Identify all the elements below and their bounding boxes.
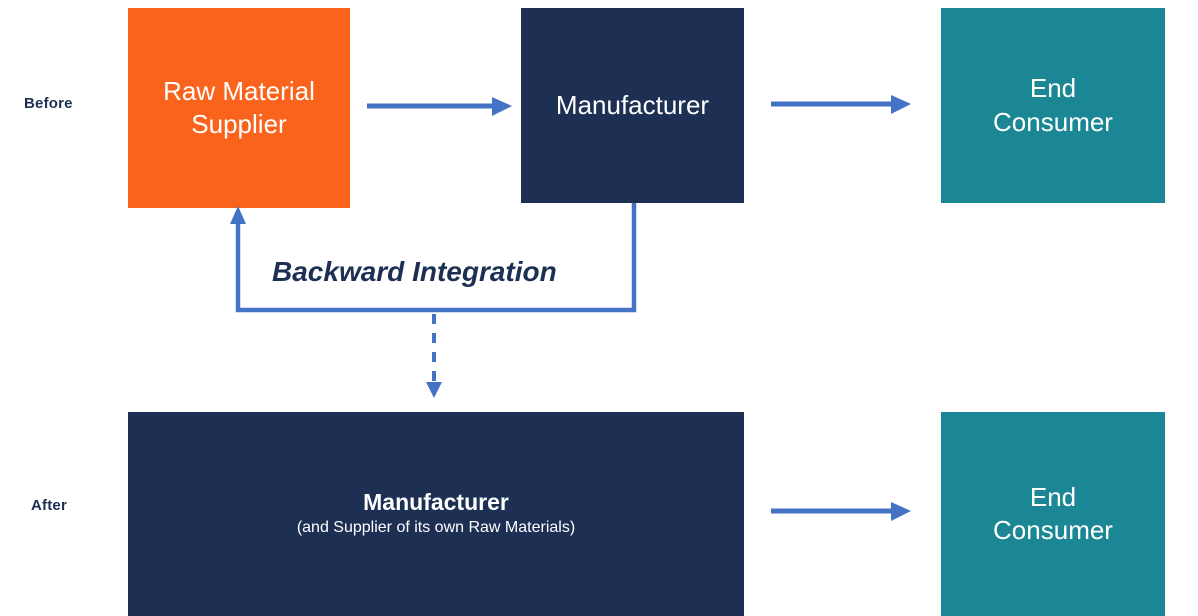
transformation-arrow bbox=[426, 314, 442, 398]
backward-integration-label: Backward Integration bbox=[272, 256, 557, 287]
node-raw-material-supplier: Raw Material Supplier bbox=[128, 8, 350, 208]
node-manufacturer-after: Manufacturer (and Supplier of its own Ra… bbox=[128, 412, 744, 616]
node-end-consumer-before: End Consumer bbox=[941, 8, 1165, 203]
node-manufacturer-after-sublabel: (and Supplier of its own Raw Materials) bbox=[296, 519, 576, 537]
node-end-consumer-after-label: End Consumer bbox=[993, 481, 1113, 545]
node-end-consumer-after: End Consumer bbox=[941, 412, 1165, 616]
node-manufacturer-before: Manufacturer bbox=[521, 8, 744, 203]
supplier-to-manufacturer-arrow bbox=[367, 97, 512, 116]
node-end-consumer-before-label: End Consumer bbox=[993, 73, 1113, 137]
row-label-before: Before bbox=[24, 95, 73, 112]
manufacturer-after-to-consumer-arrow bbox=[771, 502, 911, 521]
manufacturer-after-to-consumer-arrow-head bbox=[891, 502, 911, 521]
row-label-after: After bbox=[31, 497, 68, 514]
node-manufacturer-before-label: Manufacturer bbox=[555, 89, 710, 120]
supplier-to-manufacturer-arrow-head bbox=[492, 97, 512, 116]
manufacturer-to-consumer-arrow bbox=[771, 95, 911, 114]
backward-integration-arrow-head bbox=[230, 206, 246, 224]
manufacturer-to-consumer-arrow-head bbox=[891, 95, 911, 114]
node-manufacturer-after-label: Manufacturer bbox=[363, 488, 509, 515]
transformation-arrow-head bbox=[426, 382, 442, 398]
node-raw-material-supplier-label: Raw Material Supplier bbox=[163, 75, 315, 139]
